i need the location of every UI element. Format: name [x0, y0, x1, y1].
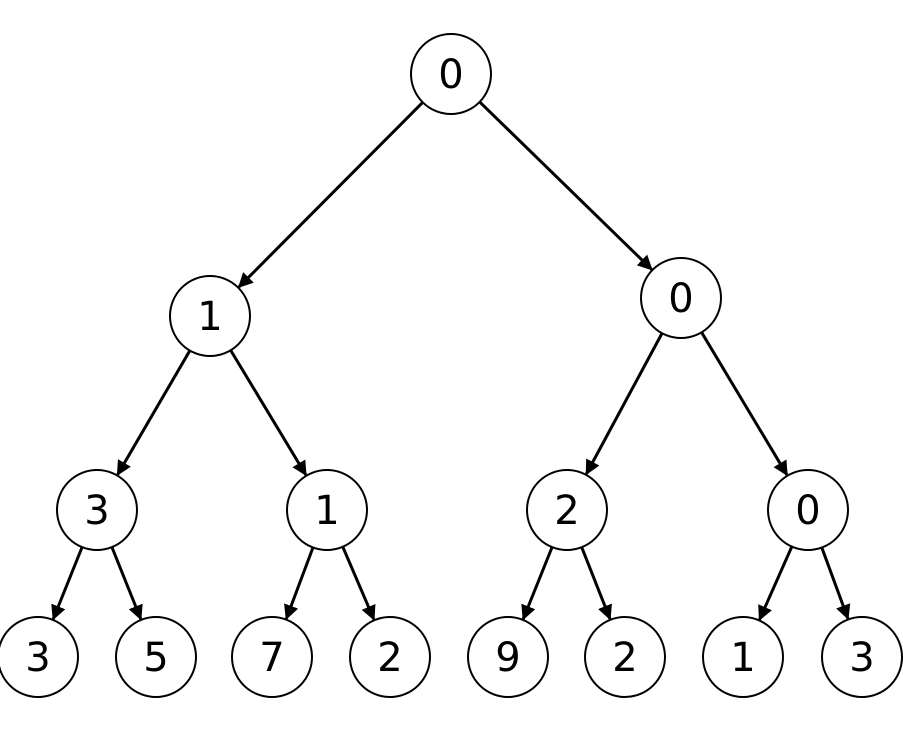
edge-n0-n1	[237, 101, 424, 289]
node-circle	[115, 616, 197, 698]
edge-n6-n14	[820, 547, 851, 620]
node-circle	[0, 616, 79, 698]
node-label: 0	[438, 52, 463, 98]
tree-node: 9	[467, 616, 549, 698]
node-label: 9	[495, 635, 520, 681]
tree-node: 1	[286, 469, 368, 551]
node-label: 2	[612, 635, 637, 681]
tree-node: 3	[821, 616, 903, 698]
node-circle	[584, 616, 666, 698]
node-label: 2	[554, 488, 579, 534]
node-label: 3	[84, 488, 109, 534]
tree-node: 1	[169, 275, 251, 357]
tree-node: 0	[410, 33, 492, 115]
tree-node: 2	[526, 469, 608, 551]
node-circle	[56, 469, 138, 551]
edge-n0-n2	[478, 100, 653, 271]
tree-node: 3	[56, 469, 138, 551]
node-circle	[286, 469, 368, 551]
node-label: 3	[25, 635, 50, 681]
node-circle	[821, 616, 903, 698]
node-circle	[169, 275, 251, 357]
node-label: 0	[668, 276, 693, 322]
nodes: 0 1 0 3 1 2 0 3 5 7 2 9 2 1 3	[0, 33, 903, 698]
tree-node: 2	[584, 616, 666, 698]
edge-n2-n6	[700, 331, 789, 477]
edge-n4-n10	[341, 546, 376, 621]
node-circle	[467, 616, 549, 698]
node-circle	[640, 257, 722, 339]
edge-n5-n12	[580, 546, 612, 621]
node-label: 5	[143, 635, 168, 681]
tree-node: 3	[0, 616, 79, 698]
tree-node: 1	[702, 616, 784, 698]
tree-node: 0	[767, 469, 849, 551]
edge-n1-n4	[229, 349, 308, 477]
edge-n4-n9	[284, 546, 315, 621]
node-label: 1	[314, 488, 339, 534]
node-circle	[702, 616, 784, 698]
tree-node: 2	[349, 616, 431, 698]
edge-n3-n8	[110, 546, 143, 621]
node-label: 7	[259, 635, 284, 681]
node-label: 1	[197, 294, 222, 340]
edges	[51, 100, 851, 621]
node-label: 0	[795, 488, 820, 534]
node-label: 2	[377, 635, 402, 681]
node-label: 1	[730, 635, 755, 681]
edge-n6-n13	[758, 545, 794, 621]
tree-node: 5	[115, 616, 197, 698]
node-circle	[526, 469, 608, 551]
edge-n3-n7	[51, 546, 84, 621]
node-circle	[767, 469, 849, 551]
edge-n1-n3	[116, 349, 192, 476]
edge-n2-n5	[585, 332, 664, 476]
node-circle	[231, 616, 313, 698]
node-label: 3	[849, 635, 874, 681]
tree-node: 7	[231, 616, 313, 698]
node-circle	[410, 33, 492, 115]
edge-n5-n11	[521, 546, 554, 621]
tree-node: 0	[640, 257, 722, 339]
node-circle	[349, 616, 431, 698]
